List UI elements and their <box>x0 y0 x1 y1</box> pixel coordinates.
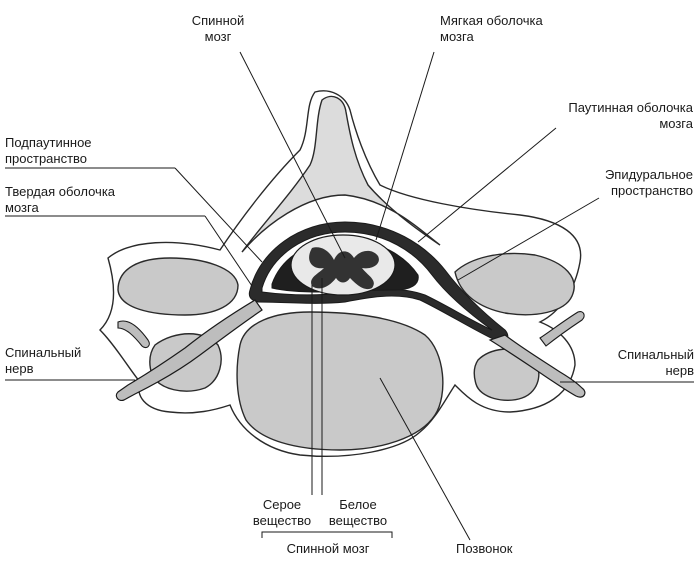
leader-spinal-cord-top <box>239 51 346 259</box>
label-arachnoid: Паутинная оболочка мозга <box>568 100 693 131</box>
right-nerve-branch <box>539 311 585 347</box>
spinal-cord-bracket <box>261 531 393 538</box>
label-pia-mater: Мягкая оболочка мозга <box>440 13 543 44</box>
vertebral-body <box>236 311 444 451</box>
label-spinal-cord-top: Спинной мозг <box>191 13 245 44</box>
label-gray-matter: Серое вещество <box>252 497 312 528</box>
label-spinal-cord-bottom: Спинной мозг <box>286 541 370 556</box>
label-subarachnoid: Подпаутинное пространство <box>5 135 92 166</box>
leader-epidural <box>457 197 600 281</box>
label-white-matter: Белое вещество <box>328 497 388 528</box>
left-spinal-nerve <box>115 299 263 401</box>
right-transverse-process <box>454 252 575 316</box>
leader-subarachnoid-2 <box>174 167 263 263</box>
gray-matter-butterfly <box>309 247 379 290</box>
leader-pia-mater <box>375 51 435 241</box>
leader-dura-2 <box>204 215 253 287</box>
label-spinal-nerve-left: Спинальный нерв <box>5 345 82 376</box>
label-spinal-nerve-right: Спинальный нерв <box>617 347 694 378</box>
left-transverse-process <box>117 257 239 316</box>
spinous-process <box>241 95 441 253</box>
leader-vertebra <box>379 377 471 541</box>
left-nerve-branch <box>117 320 150 349</box>
label-dura-mater: Твердая оболочка мозга <box>5 184 116 215</box>
leader-arachnoid <box>417 127 557 243</box>
label-epidural: Эпидуральное пространство <box>604 167 693 198</box>
label-vertebra: Позвонок <box>456 541 513 556</box>
